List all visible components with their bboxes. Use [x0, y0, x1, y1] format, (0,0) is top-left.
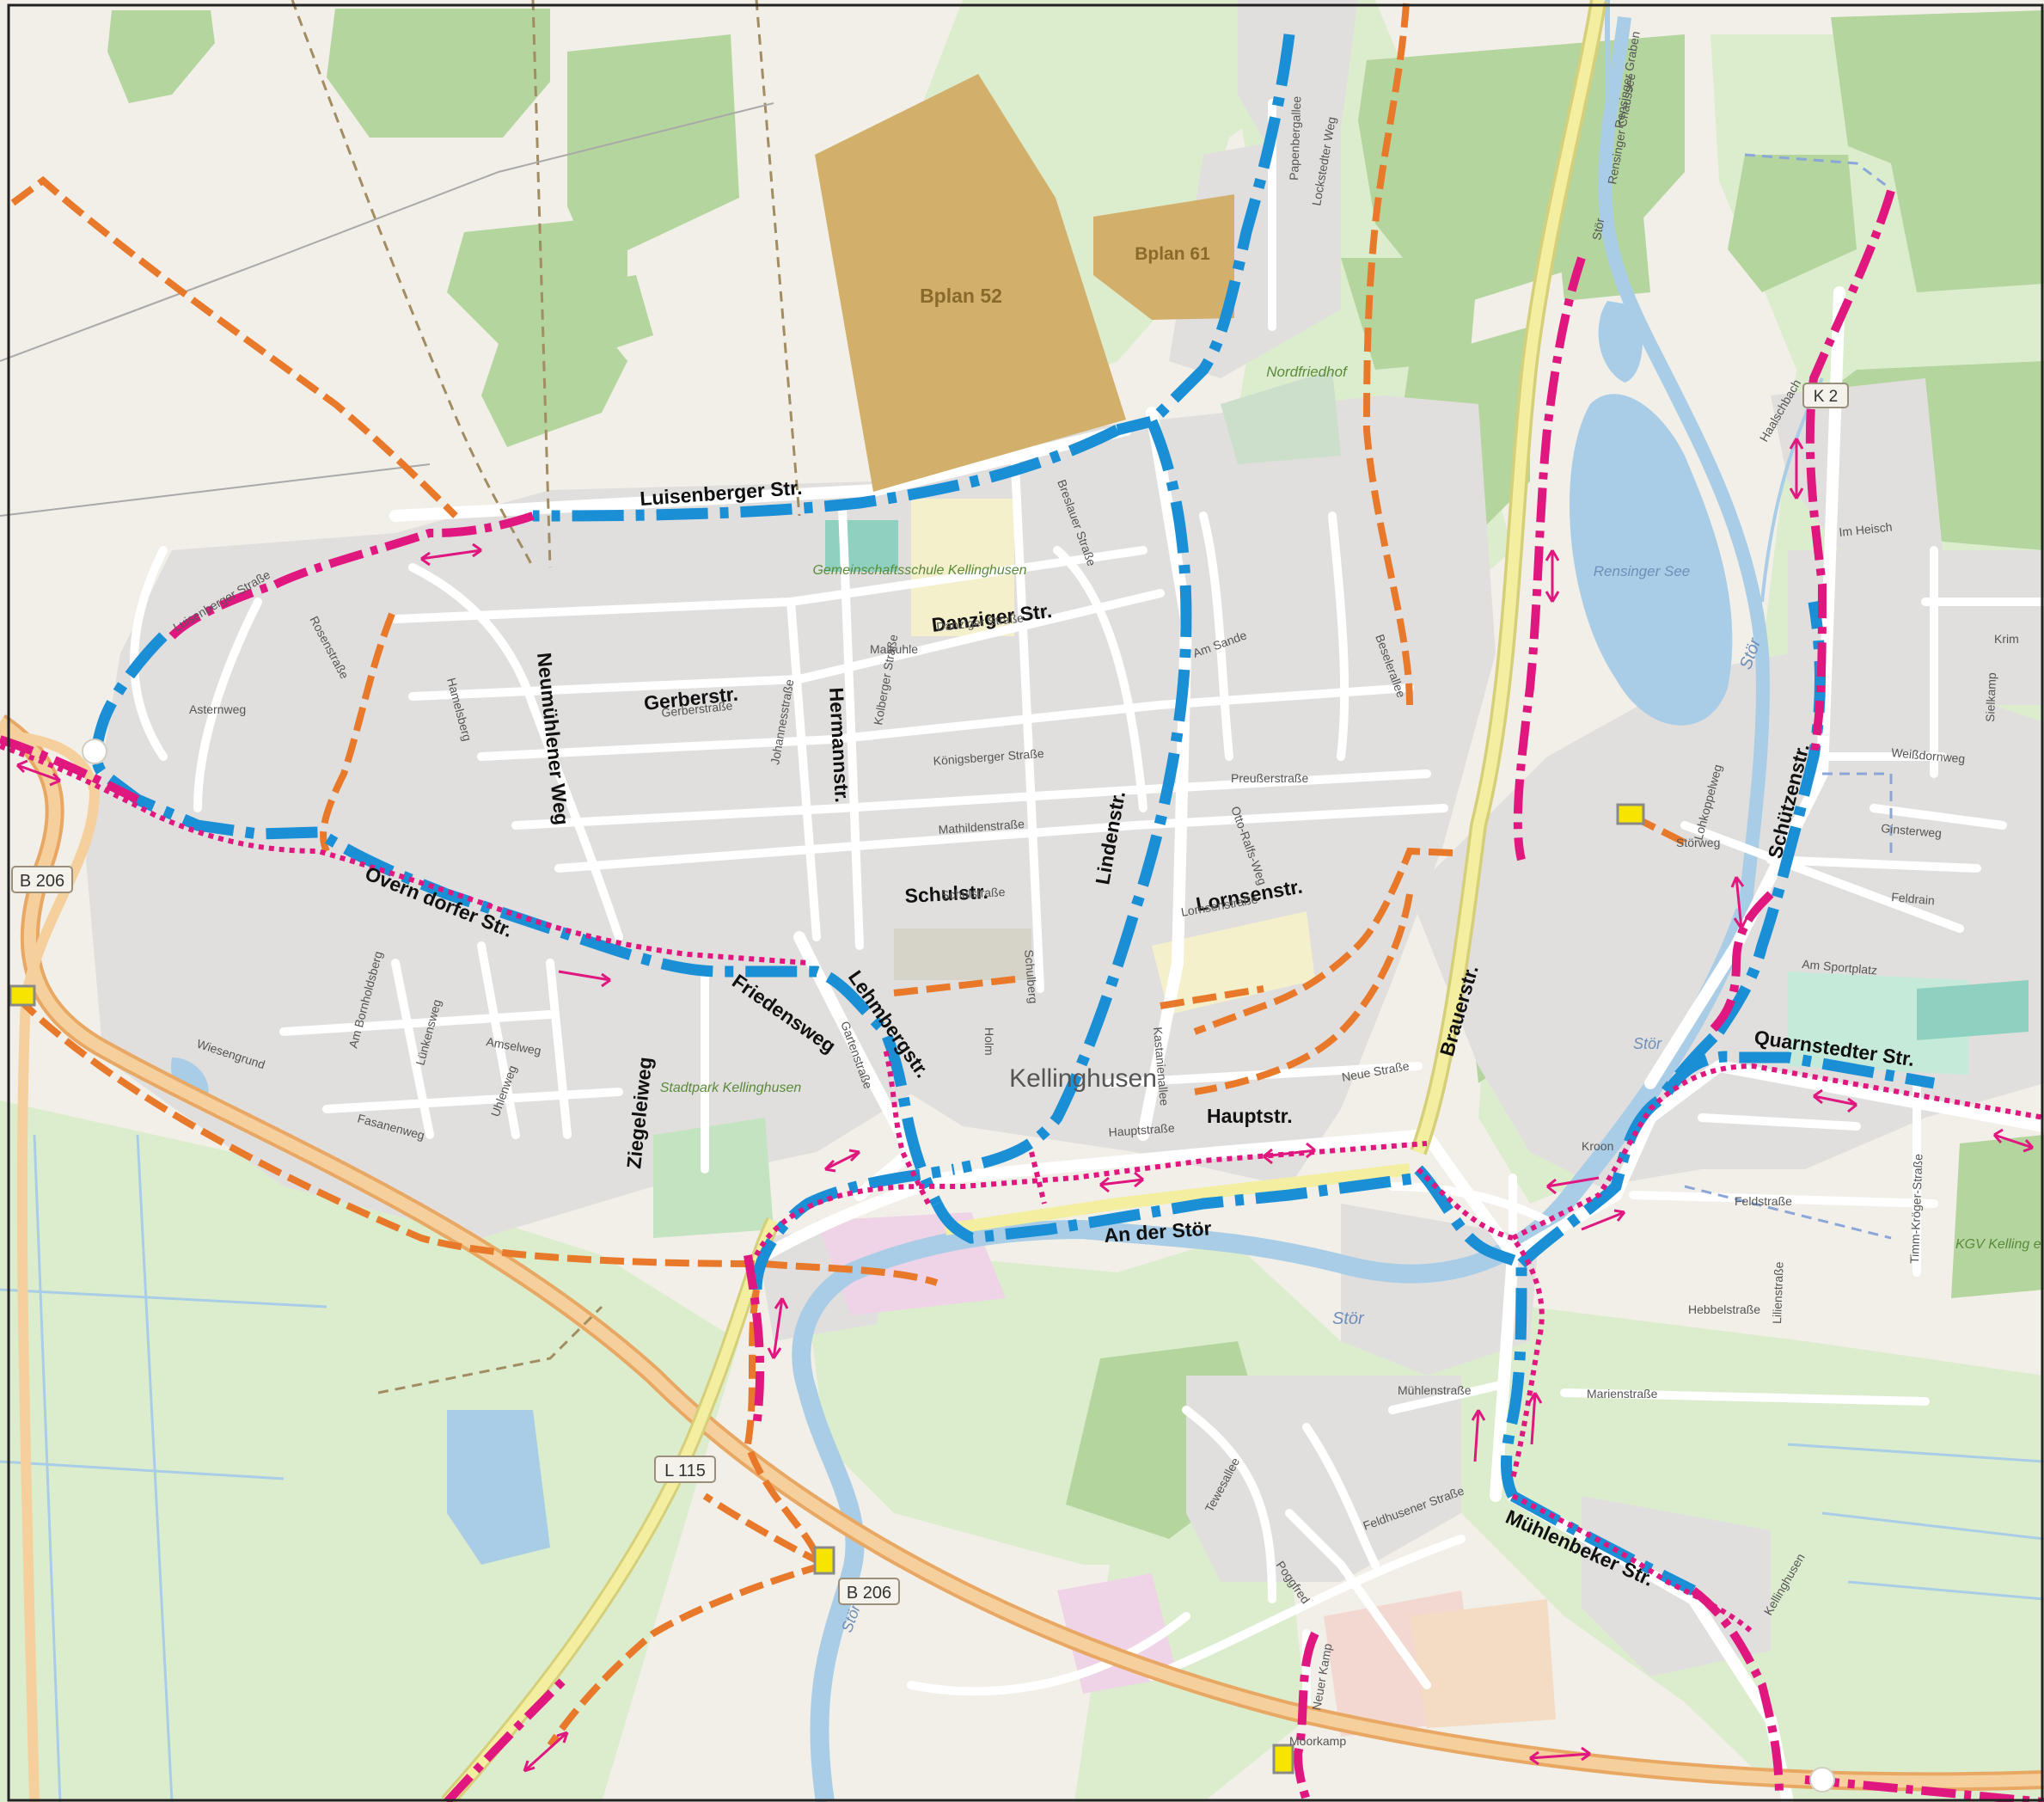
minor-street-label: Mathildenstraße: [938, 817, 1025, 837]
minor-street-label: Ginsterweg: [1881, 821, 1943, 840]
kgv-label: KGV Kelling e.V. Vorbr: [1955, 1237, 2044, 1252]
bplan-52-label: Bplan 52: [920, 285, 1002, 307]
minor-street-label: Moorkamp: [1289, 1734, 1346, 1748]
special-areas: [653, 370, 2029, 1737]
road-brauerstrasse-inner: [1412, 0, 1605, 1155]
minor-street-label: Feldrain: [1891, 890, 1936, 907]
minor-street-label: Maikuhle: [870, 642, 918, 656]
direction-arrows: [15, 438, 2035, 1773]
marker-west: [9, 984, 36, 1007]
minor-street-label: Hauptstraße: [1108, 1121, 1175, 1139]
cemetery-label: Nordfriedhof: [1266, 364, 1349, 380]
orange-routes: [10, 3, 1686, 1748]
road-network: [130, 99, 2044, 1802]
marker-b206: [813, 1546, 835, 1575]
minor-street-label: Papenbergallee: [1287, 95, 1303, 181]
road-hauptstrasse: [944, 1163, 1411, 1235]
marker-moorkamp: [1272, 1744, 1294, 1774]
lake-label: Rensinger See: [1594, 563, 1690, 579]
minor-street-label: Schulstraße: [940, 885, 1006, 902]
minor-street-label: Kastanienallee: [1151, 1027, 1172, 1106]
minor-street-label: Preußerstraße: [1231, 771, 1308, 785]
road-shield: B 206: [838, 1578, 900, 1605]
minor-street-label: Feldstraße: [1735, 1194, 1792, 1208]
road-shield: B 206: [11, 866, 73, 893]
park-label: Stadtpark Kellinghusen: [660, 1081, 802, 1095]
minor-street-label: Hebbelstraße: [1688, 1302, 1760, 1316]
bplan-61-label: Bplan 61: [1135, 244, 1210, 264]
markers: [9, 739, 1835, 1793]
water-bodies: [171, 301, 1733, 1565]
bplan-52-area: [815, 74, 1126, 492]
marker-stoerweg: [1616, 803, 1645, 825]
svg-text:B 206: B 206: [847, 1584, 891, 1603]
minor-street-label: Weißdornweg: [1891, 745, 1966, 765]
minor-street-label: Kroon: [1582, 1139, 1613, 1153]
map-frame: [7, 3, 2044, 1802]
minor-street-label: Stör: [1589, 217, 1606, 241]
minor-street-label: Holm: [982, 1027, 996, 1056]
road-shield: K 2: [1802, 383, 1849, 408]
minor-street-label: Krim: [1994, 632, 2019, 646]
street-label: Hauptstr.: [1207, 1105, 1293, 1127]
minor-street-label: Schulberg: [1022, 949, 1040, 1004]
field-paths: [0, 0, 1893, 1394]
minor-street-label: Timm-Kröger-Straße: [1907, 1154, 1925, 1265]
water-label: Stör: [1633, 1035, 1662, 1052]
residential-areas: [86, 0, 2044, 1676]
road-shield: L 115: [654, 1456, 716, 1483]
school-label: Gemeinschaftsschule Kellinghusen: [812, 563, 1026, 578]
town-label: Kellinghusen: [1009, 1064, 1157, 1093]
svg-text:L 115: L 115: [664, 1462, 706, 1480]
svg-text:B 206: B 206: [20, 872, 64, 891]
minor-street-label: Mühlenstraße: [1398, 1383, 1472, 1397]
bplan-61-area: [1093, 194, 1234, 320]
minor-street-label: Marienstraße: [1587, 1387, 1658, 1401]
water-label: Stör: [1332, 1309, 1365, 1328]
svg-text:K 2: K 2: [1814, 388, 1839, 406]
minor-street-label: Im Heisch: [1839, 520, 1894, 539]
minor-street-label: Sielkamp: [1983, 672, 1998, 722]
magenta-routes: [0, 189, 2044, 1802]
minor-street-label: Am Sportplatz: [1802, 957, 1878, 978]
minor-street-label: Lilienstraße: [1770, 1261, 1786, 1324]
road-b206-inner: [0, 717, 2044, 1788]
drainage-lines: [0, 1134, 2044, 1802]
street-label: Schulstr.: [904, 880, 988, 907]
minor-street-label: Asternweg: [189, 702, 246, 716]
minor-street-label: Störweg: [1676, 836, 1720, 849]
